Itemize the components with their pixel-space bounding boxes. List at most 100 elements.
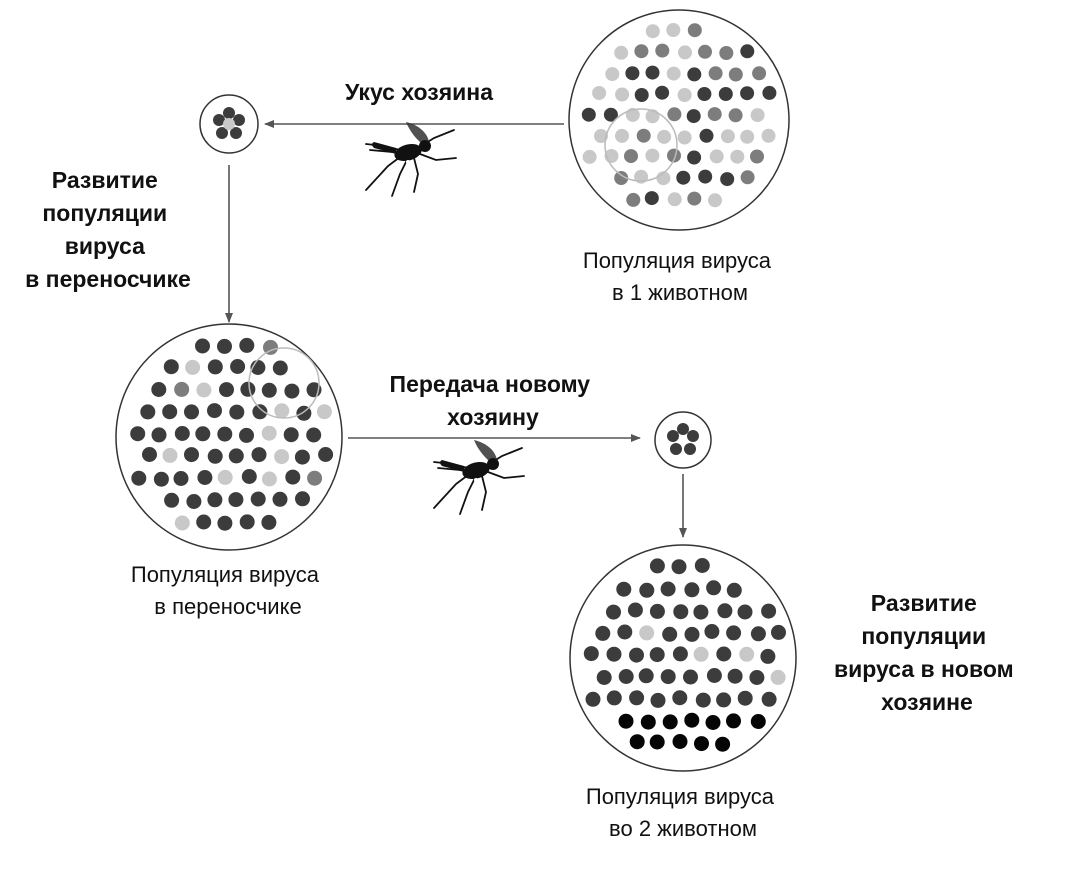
- virus-particle: [295, 491, 310, 507]
- virus-particle: [636, 128, 651, 143]
- virus-particle: [207, 403, 222, 419]
- virus-particle: [294, 449, 310, 465]
- virus-particle: [142, 447, 157, 462]
- virus-particle: [140, 404, 156, 420]
- virus-particle: [693, 604, 709, 620]
- virus-particle: [217, 515, 233, 531]
- virus-particle: [673, 604, 689, 620]
- virus-particle: [684, 712, 700, 728]
- virus-particle: [645, 148, 660, 163]
- virus-particle: [649, 558, 665, 574]
- virus-particle: [684, 443, 696, 455]
- virus-particle: [716, 692, 732, 708]
- virus-particle: [605, 67, 620, 82]
- virus-particle: [228, 492, 244, 508]
- virus-particle: [740, 86, 755, 101]
- population-transfer-sample: [654, 411, 712, 469]
- virus-particle: [667, 192, 682, 207]
- virus-particle: [693, 646, 709, 662]
- virus-particle: [213, 114, 225, 126]
- virus-particle: [625, 66, 640, 81]
- virus-particle: [217, 338, 232, 354]
- arrows: [225, 120, 687, 538]
- virus-particle: [130, 426, 146, 442]
- virus-particle: [660, 581, 676, 597]
- virus-particle: [274, 403, 290, 419]
- virus-particle: [162, 447, 178, 463]
- virus-particle: [629, 690, 645, 706]
- virus-particle: [660, 669, 676, 685]
- virus-particle: [644, 191, 659, 206]
- virus-particle: [740, 170, 755, 185]
- virus-particle: [655, 85, 670, 100]
- virus-particle: [683, 669, 698, 685]
- virus-particle: [195, 426, 211, 442]
- virus-particle: [726, 625, 742, 641]
- virus-particle: [617, 624, 633, 640]
- virus-particle: [656, 171, 671, 186]
- virus-particles-vector: [130, 337, 334, 531]
- virus-particle: [676, 170, 691, 185]
- virus-particle: [629, 647, 644, 663]
- virus-particle: [728, 108, 743, 123]
- virus-particle: [666, 23, 681, 37]
- virus-particle: [684, 582, 700, 598]
- virus-particle: [207, 448, 223, 464]
- virus-particle: [707, 107, 722, 122]
- population-animal2: [569, 544, 797, 772]
- virus-particle: [705, 715, 721, 730]
- virus-particle: [686, 109, 701, 124]
- virus-particle: [261, 382, 277, 398]
- virus-particle: [184, 447, 199, 463]
- virus-particle: [606, 690, 622, 706]
- population-vector-caption: Популяция вируса в переносчике: [131, 562, 325, 619]
- virus-particle: [687, 150, 702, 165]
- virus-particle: [704, 624, 720, 639]
- virus-particle: [241, 469, 257, 484]
- virus-particle: [261, 514, 277, 530]
- virus-particle: [615, 87, 630, 102]
- virus-particle: [677, 423, 689, 435]
- virus-particle: [740, 129, 755, 144]
- virus-particle: [726, 582, 742, 598]
- virus-particle: [750, 149, 764, 164]
- virus-particle: [706, 668, 722, 683]
- virus-particle: [667, 107, 682, 122]
- virus-particle: [595, 625, 611, 641]
- virus-particle: [274, 449, 290, 465]
- virus-particle: [634, 88, 649, 102]
- virus-particle: [770, 669, 786, 685]
- virus-particle: [174, 426, 190, 441]
- virus-particle: [697, 87, 712, 101]
- virus-particle: [650, 692, 666, 708]
- virus-particle: [250, 491, 266, 507]
- virus-particle: [694, 558, 710, 573]
- population-animal1-caption: Популяция вируса в 1 животном: [583, 248, 777, 305]
- virus-particle: [239, 337, 255, 353]
- virus-particle: [217, 426, 233, 442]
- virus-particle: [720, 129, 735, 144]
- population-vector: [115, 323, 343, 551]
- transfer-label: Передача новому хозяину: [390, 371, 597, 430]
- mosquito-icon: [433, 440, 525, 515]
- virus-particle: [285, 469, 301, 485]
- virus-particle: [233, 114, 245, 126]
- virus-particle: [718, 87, 733, 101]
- virus-particle: [318, 447, 334, 462]
- virus-particle: [307, 470, 323, 486]
- virus-particle: [207, 492, 223, 508]
- virus-particle: [592, 86, 607, 100]
- virus-particle: [730, 149, 745, 164]
- virus-particle: [657, 129, 672, 144]
- population-circle-transfer-sample: [654, 411, 712, 469]
- virus-particle: [728, 67, 743, 82]
- virus-particle: [672, 646, 688, 662]
- virus-particle: [716, 646, 732, 662]
- virus-particle: [645, 24, 660, 39]
- virus-particle: [186, 494, 202, 509]
- population-animal1: [568, 9, 790, 231]
- virus-particle: [649, 734, 665, 750]
- virus-particle: [639, 625, 655, 641]
- virus-particle: [228, 448, 244, 464]
- virus-particle: [667, 430, 679, 442]
